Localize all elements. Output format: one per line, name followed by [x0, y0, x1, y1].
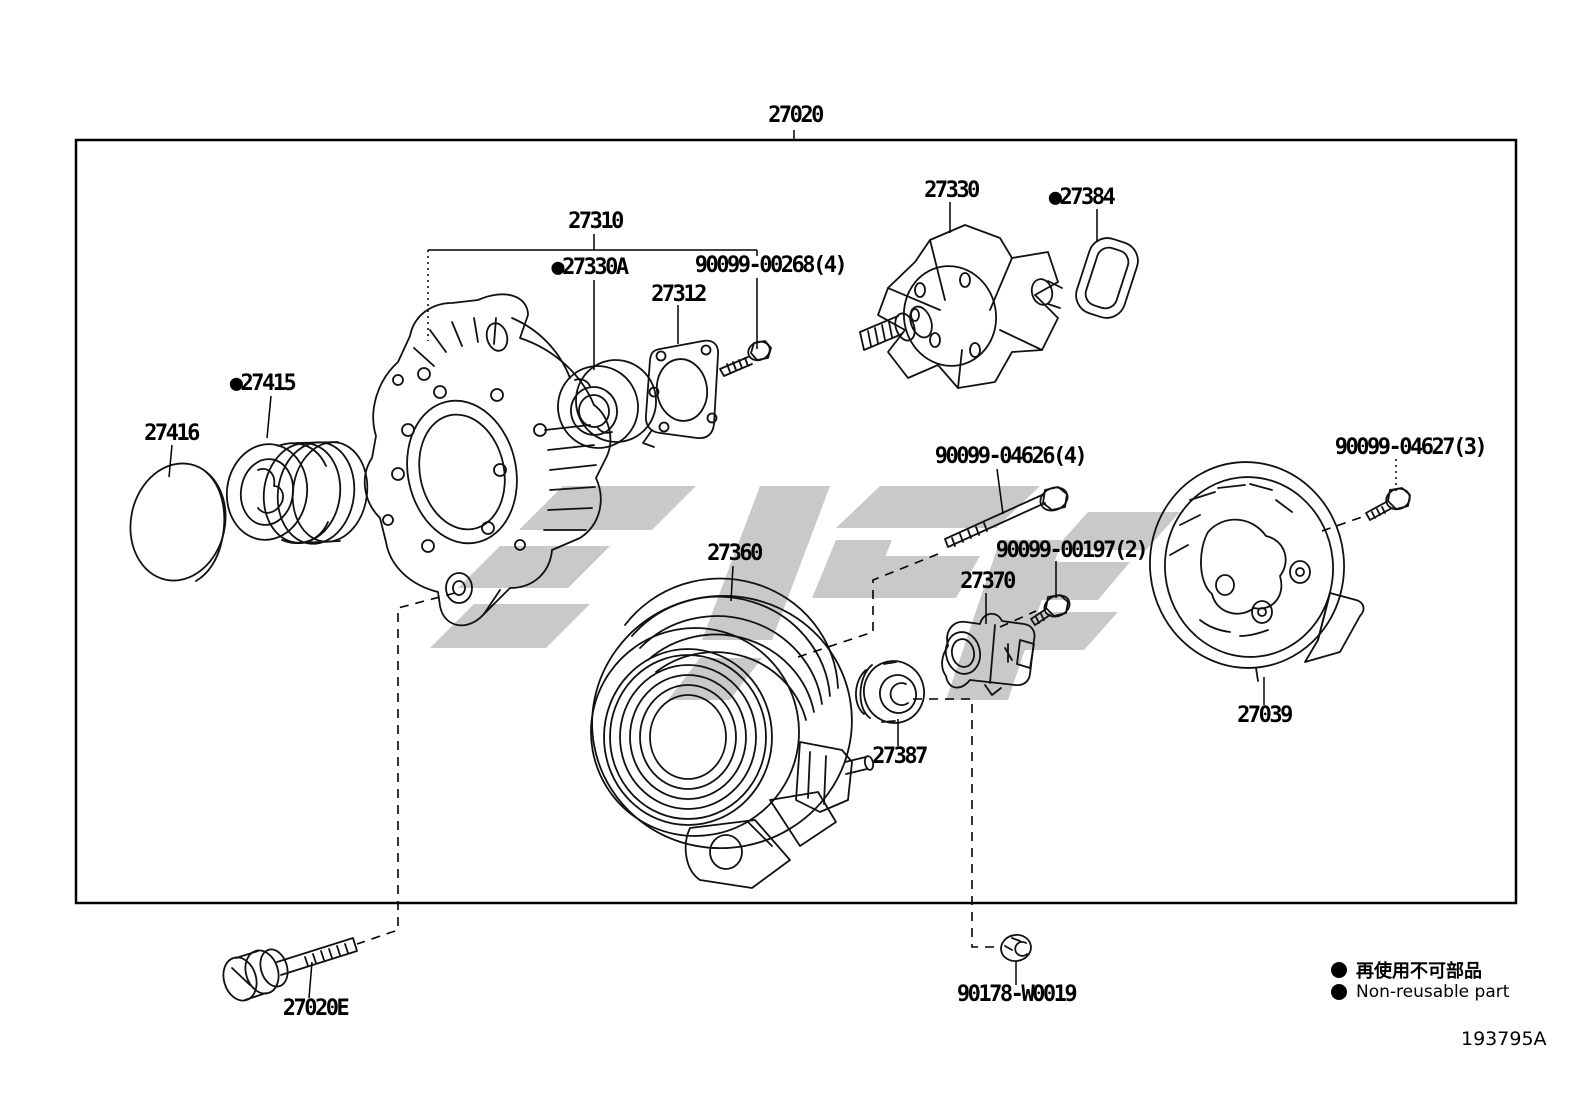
callout-90099-00197[interactable]: 90099-00197(2) [995, 538, 1149, 563]
legend-row-jp: 再使用不可部品 [1331, 957, 1482, 983]
callout-27370[interactable]: 27370 [960, 569, 1016, 594]
callout-27384[interactable]: ●27384 [1048, 185, 1116, 210]
part-27310-frame-drawing [363, 293, 612, 627]
part-27416-drawing [129, 462, 227, 582]
figure-number: 193795A [1461, 1028, 1547, 1050]
assembly-dashed-lines [356, 516, 1363, 948]
part-27387-drawing [855, 660, 925, 724]
callout-27330a[interactable]: ●27330A [551, 255, 629, 280]
legend-label-jp: 再使用不可部品 [1356, 961, 1482, 982]
part-90099-04626-bolt-drawing [944, 486, 1069, 548]
part-90099-00197-bolt-drawing [1030, 594, 1071, 626]
diagram-border-box [74, 138, 1518, 905]
callout-27020[interactable]: 27020 [768, 103, 824, 128]
legend-row-en: Non-reusable part [1331, 982, 1509, 1002]
callout-27020e[interactable]: 27020E [282, 996, 350, 1021]
callout-27415[interactable]: ●27415 [229, 371, 297, 396]
callout-90099-04627[interactable]: 90099-04627(3) [1334, 435, 1488, 460]
part-27360-stator-drawing [590, 577, 875, 889]
callout-90178-w0019[interactable]: 90178-W0019 [956, 982, 1078, 1007]
part-27370-regulator-drawing [941, 612, 1036, 696]
callout-27416[interactable]: 27416 [144, 421, 200, 446]
callout-27039[interactable]: 27039 [1237, 703, 1293, 728]
callout-90099-04626[interactable]: 90099-04626(4) [934, 444, 1088, 469]
callout-90099-00268[interactable]: 90099-00268(4) [694, 253, 848, 278]
part-90099-00268-bolt-drawing [719, 340, 772, 377]
watermark-logo [430, 486, 1180, 700]
part-27039-cover-drawing [1149, 461, 1365, 682]
callout-27360[interactable]: 27360 [707, 541, 763, 566]
legend-label-en: Non-reusable part [1356, 982, 1510, 1002]
callout-27330[interactable]: 27330 [924, 178, 980, 203]
leader-lines [168, 130, 1397, 999]
part-27384-seal-drawing [1075, 237, 1139, 319]
callout-27310[interactable]: 27310 [568, 209, 624, 234]
callout-27312[interactable]: 27312 [651, 282, 707, 307]
callout-27387[interactable]: 27387 [872, 744, 928, 769]
part-27020e-bolt-drawing [222, 937, 358, 1002]
part-27312-retainer-drawing [642, 339, 719, 448]
part-27330a-bearing-drawing [557, 359, 657, 449]
part-27330-rotor-drawing [859, 224, 1063, 389]
non-reusable-bullet-icon [1331, 984, 1347, 1000]
part-27415-drawing [225, 441, 369, 545]
part-90178-w0019-nut-drawing [1000, 934, 1032, 962]
non-reusable-bullet-icon [1331, 962, 1347, 978]
part-90099-04627-bolt-drawing [1365, 487, 1411, 521]
